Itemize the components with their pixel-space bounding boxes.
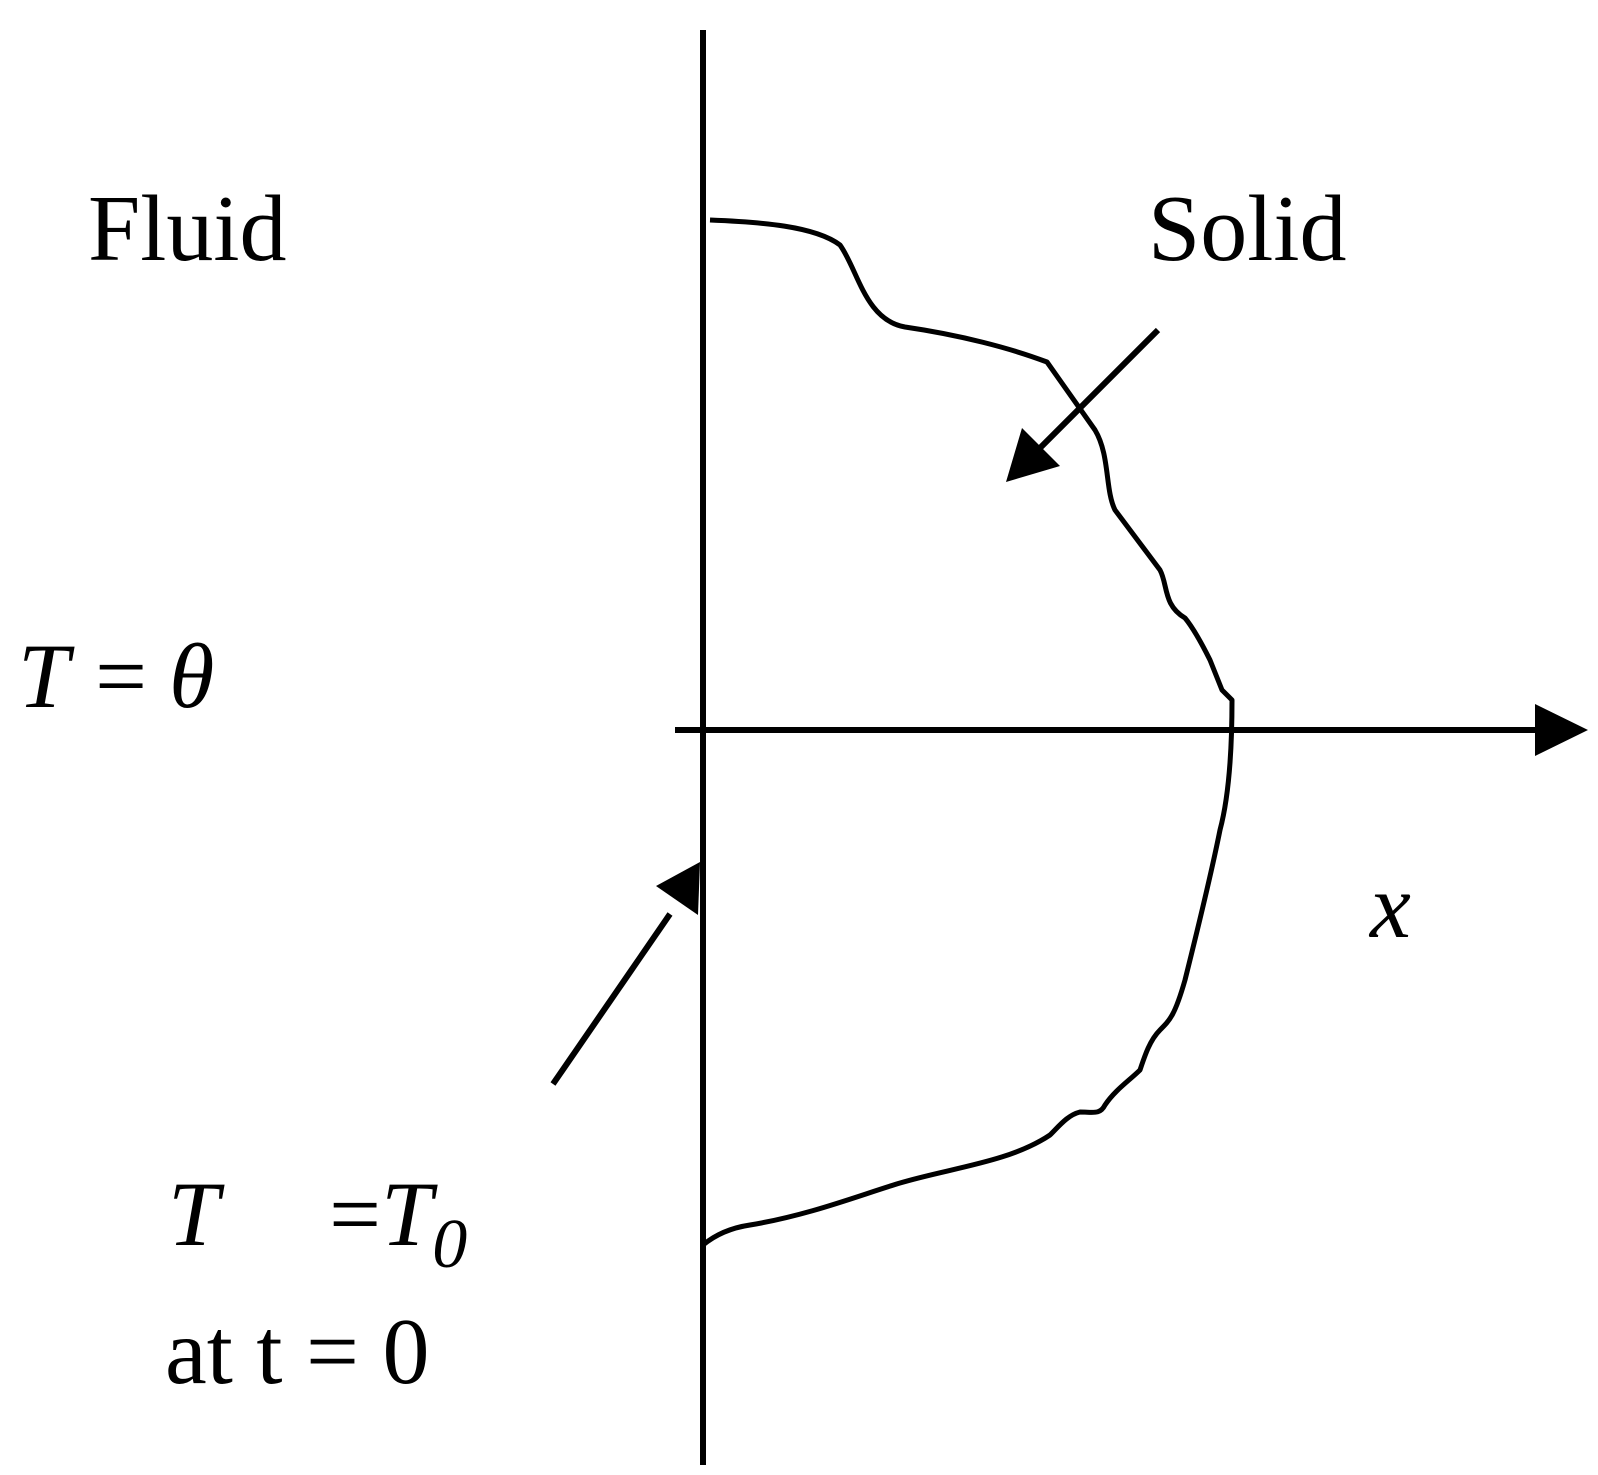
x-axis-label: x <box>1370 855 1411 957</box>
solid-label: Solid <box>1148 177 1347 281</box>
boundary-pointer-arrowhead <box>656 862 700 915</box>
boundary-temp-equals: = <box>329 1163 382 1265</box>
fluid-temperature-equation: T=θ <box>18 630 214 722</box>
boundary-temp-T0: T <box>381 1163 433 1265</box>
fluid-temp-T: T <box>18 625 70 727</box>
solid-pointer-arrowhead <box>1006 428 1060 482</box>
time-condition-label: at t = 0 <box>165 1300 430 1404</box>
solid-boundary-curve <box>701 217 1235 1247</box>
boundary-temp-T0-subscript: 0 <box>432 1206 468 1283</box>
solid-pointer-arrow-shaft <box>1037 327 1161 451</box>
boundary-pointer-arrow-shaft <box>550 912 673 1086</box>
fluid-temp-equals: = <box>95 625 148 727</box>
fluid-label: Fluid <box>88 177 287 281</box>
boundary-temperature-equation: T=T0 <box>168 1168 467 1280</box>
boundary-temp-T: T <box>168 1163 220 1265</box>
x-axis-arrowhead <box>1535 704 1588 756</box>
fluid-temp-theta: θ <box>169 625 215 727</box>
